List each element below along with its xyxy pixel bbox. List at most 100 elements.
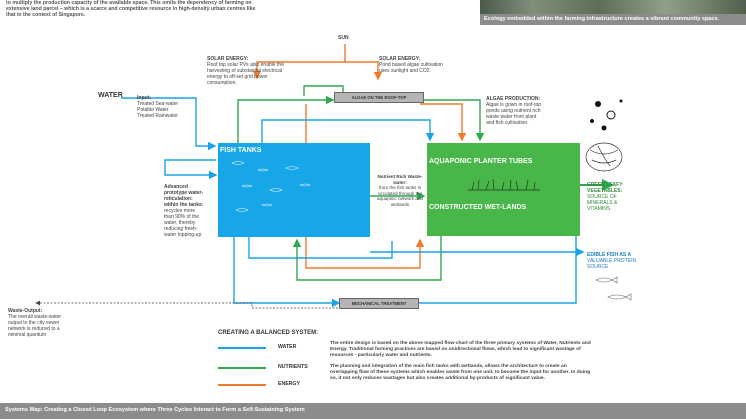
edible-fish-text: EDIBLE FISH AS A VALUABLE PROTEIN SOURCE — [587, 252, 657, 270]
text-line: prototype water- — [164, 190, 204, 196]
text-line: Treated Sea-water — [137, 101, 179, 107]
intro-line: to multiply the production capacity of t… — [6, 0, 252, 6]
algae-production-title: ALGAE PRODUCTION: — [486, 96, 541, 102]
water-label: WATER — [98, 92, 123, 99]
balanced-paragraph-2: The planning and integration of the main… — [330, 364, 740, 382]
text-line: MINERALS & — [587, 200, 618, 206]
text-line: VALUABLE PROTEIN — [587, 258, 637, 264]
water-lower-loop — [248, 237, 393, 259]
text-line: The entire design is based on the above … — [330, 341, 591, 346]
mechanical-return-line — [417, 236, 577, 304]
intro-line: extensive land parcel – which is a scarc… — [6, 6, 256, 13]
text-line: reticulation: — [164, 196, 193, 202]
text-line: VITAMINS — [587, 206, 611, 212]
footer-bar: Systems Map: Creating a Closed Loop Ecos… — [0, 403, 746, 419]
ecology-photo — [480, 0, 746, 14]
text-line: overlapping flow of these systems which … — [330, 370, 591, 375]
text-line: ponds using nutrient rich — [486, 108, 541, 114]
text-line: energy to off-set grid power — [207, 74, 268, 80]
algae-to-planters — [423, 99, 485, 142]
solar-pv-title: SOLAR ENERGY: — [207, 56, 249, 62]
text-line: Potable Water — [137, 107, 169, 113]
fish-to-planters-water — [261, 119, 435, 143]
vegetables-text: GREEN LEAFY VEGETABLES: SOURCE OF MINERA… — [587, 182, 647, 212]
wetlands-title: CONSTRUCTED WET-LANDS — [429, 204, 527, 211]
text-line: wetlands — [390, 201, 410, 207]
waste-dashed-line — [251, 303, 338, 309]
text-line: EDIBLE FISH AS A — [587, 252, 632, 258]
sun-to-algae — [345, 61, 383, 81]
aquaponic-title: AQUAPONIC PLANTER TUBES — [429, 158, 533, 165]
text-line: Roof top solar PVs also enable the — [207, 62, 284, 68]
text-line: SOURCE — [587, 264, 609, 270]
mechanical-treatment-box: MECHANICAL TREATMENT — [339, 298, 419, 309]
text-line: aquapinic network and — [377, 196, 423, 202]
algae-rooftop-box: ALGAE ON THE ROOF-TOP — [334, 92, 424, 103]
legend-energy-label: ENERGY — [278, 381, 300, 387]
solar-pv-text: SOLAR ENERGY: Roof top solar PVs also en… — [207, 56, 327, 86]
footer-title: Systems Map: Creating a Closed Loop Ecos… — [5, 407, 305, 413]
text-line: consumption. — [207, 80, 237, 86]
text-line: waste water from plant — [486, 114, 537, 120]
text-line: uses sunlight and CO2. — [379, 68, 431, 74]
text-line: harvesting of substantial electrical — [207, 68, 283, 74]
text-line: within the tanks: — [164, 202, 204, 208]
planter-wetland-box: AQUAPONIC PLANTER TUBES CONSTRUCTED WET-… — [427, 143, 580, 236]
caption-bar: Ecology embedded within the farming infr… — [480, 14, 746, 25]
text-line: than 90% of the — [164, 214, 200, 220]
text-line: GREEN LEAFY — [587, 182, 623, 188]
intro-paragraph: to multiply the production capacity of t… — [6, 0, 346, 19]
solar-algae-title: SOLAR ENERGY: — [379, 56, 421, 62]
nutrient-title: Nutrient Rich Waste-water: — [377, 174, 423, 185]
nutrient-text: Nutrient Rich Waste-water: from the fish… — [372, 174, 428, 208]
text-line: SOURCE OF — [587, 194, 617, 200]
legend-energy-line — [218, 384, 266, 386]
text-line: The overall waste-water — [8, 314, 62, 320]
text-line: Advanced — [164, 184, 188, 190]
text-line: circulated through the — [377, 190, 423, 196]
text-line: Energy. Traditional farming practices ar… — [330, 347, 581, 352]
energy-to-planters — [420, 103, 467, 142]
input-text: Input: Treated Sea-water Potable Water T… — [137, 95, 217, 119]
text-line: from the fish tanks is — [378, 185, 422, 191]
legend-nutrients-label: NUTRIENTS — [278, 364, 308, 370]
fish-to-algae-nutrient — [237, 95, 335, 143]
to-mechanical-line — [233, 237, 341, 308]
input-title: Input: — [137, 95, 151, 101]
text-line: minimal quantum — [8, 332, 47, 338]
text-line: VEGETABLES: — [587, 188, 623, 194]
text-line: water topping-up — [164, 232, 202, 238]
text-line: Treated Rainwater — [137, 113, 178, 119]
balanced-title: CREATING A BALANCED SYSTEM: — [218, 330, 319, 336]
fish-tanks-box: FISH TANKS — [218, 143, 370, 237]
cabbage-sketch — [585, 142, 623, 172]
edible-fish-sketch — [595, 276, 632, 301]
fish-sketches — [231, 161, 311, 212]
sun-label: SUN — [338, 35, 349, 41]
solar-algae-text: SOLAR ENERGY: Pond based algae cultivati… — [379, 56, 489, 74]
sun-to-solar-pv — [252, 44, 346, 80]
energy-lower-loop — [305, 237, 425, 269]
waste-output-title: Waste-Output: — [8, 308, 43, 314]
algae-dots — [590, 99, 623, 131]
text-line: The planning and integration of the main… — [330, 364, 567, 369]
caption-text: Ecology embedded within the farming infr… — [484, 15, 720, 22]
water-recirculation-loop — [164, 159, 218, 180]
algae-production-text: ALGAE PRODUCTION: Algae is gown in roof-… — [486, 96, 586, 126]
water-input-line — [121, 97, 217, 151]
fish-tanks-title: FISH TANKS — [220, 147, 262, 154]
text-line: Algae is gown in roof-top — [486, 102, 542, 108]
legend-water-line — [218, 347, 266, 349]
text-line: output to the city sewer — [8, 320, 60, 326]
text-line: so, it not only reduces wastages but als… — [330, 376, 545, 381]
text-line: and fish cultivation. — [486, 120, 529, 126]
balanced-paragraph-1: The entire design is based on the above … — [330, 341, 740, 359]
plant-sketch — [468, 178, 540, 191]
text-line: recycles more — [164, 208, 196, 214]
text-line: network is reduced to a — [8, 326, 60, 332]
waste-output-text: Waste-Output: The overall waste-water ou… — [8, 308, 98, 338]
nutrient-return-loop — [292, 236, 442, 281]
text-line: resources - particularly water and nutri… — [330, 353, 432, 358]
text-line: reducing fresh- — [164, 226, 198, 232]
